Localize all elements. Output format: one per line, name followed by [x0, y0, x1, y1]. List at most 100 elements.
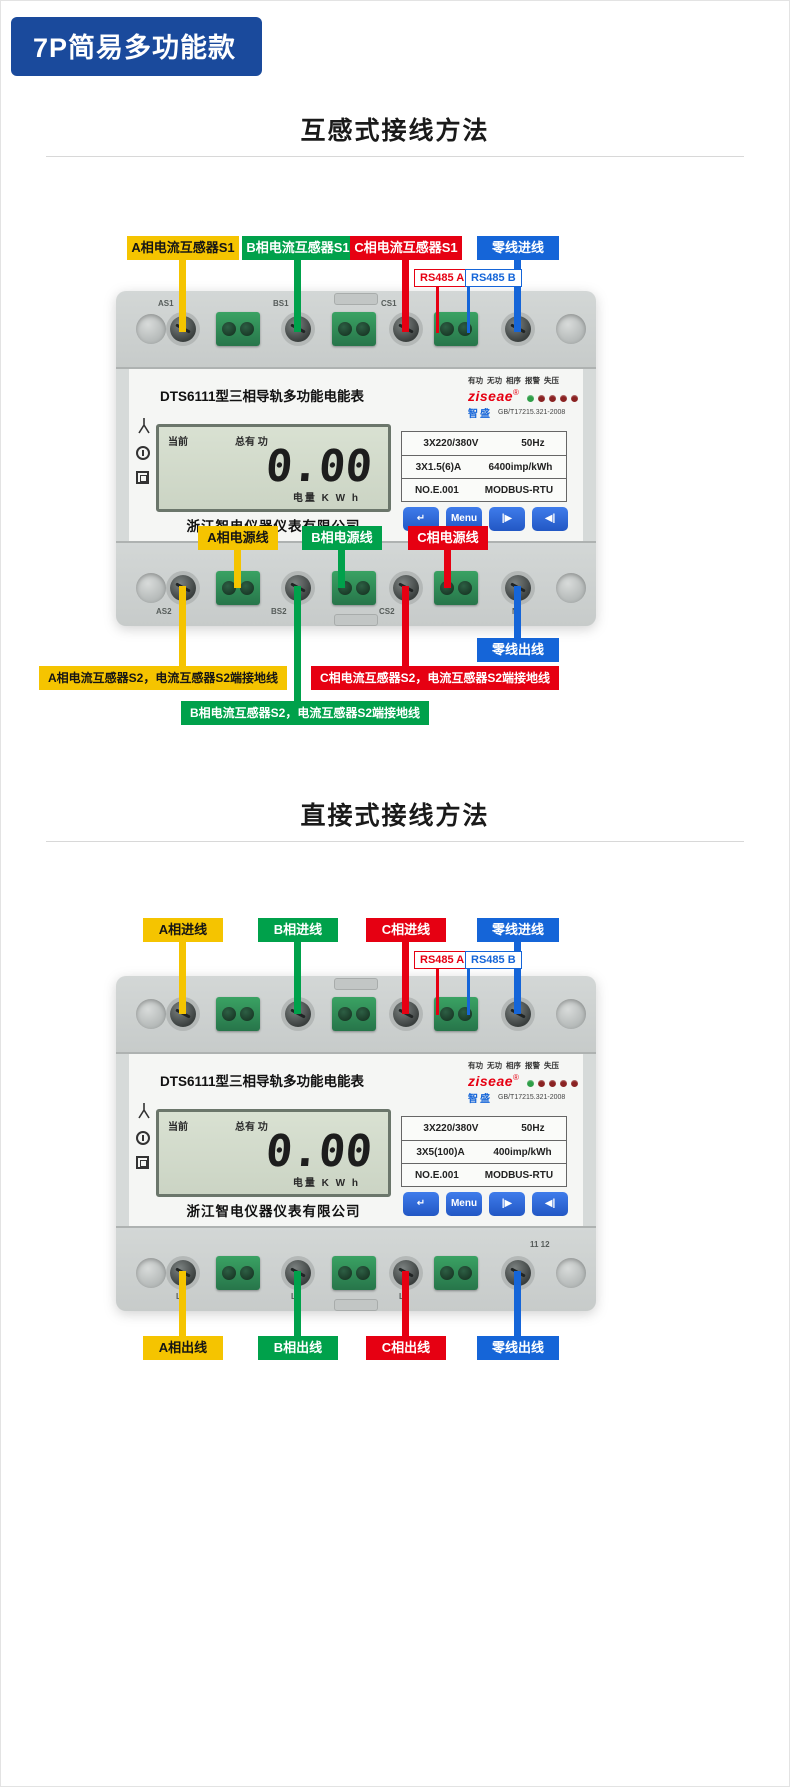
label-power-b: B相电源线 — [302, 526, 382, 550]
spec-protocol: MODBUS-RTU — [484, 1169, 554, 1181]
wire-power-b — [338, 548, 345, 588]
indicator-label: 相序 — [506, 1061, 521, 1070]
meter-terminal-cover-bottom: 11 12 L1 L2 L3 N — [116, 1226, 596, 1311]
wire-power-c — [444, 548, 451, 588]
wire-phase-b-out — [294, 1271, 301, 1336]
label-power-c: C相电源线 — [408, 526, 488, 550]
meter-terminal-cover-top — [116, 976, 596, 1054]
wire-neutral-out — [514, 1271, 521, 1336]
block-screw — [356, 1266, 370, 1280]
spec-current: 3X5(100)A — [416, 1146, 465, 1158]
wire-phase-a-out — [179, 1271, 186, 1336]
wire-phase-b-in — [294, 942, 301, 1014]
indicator-labels: 有功 无功 相序 报警 失压 — [468, 1060, 583, 1071]
wire-rs485-a — [436, 969, 439, 1015]
case-hole — [556, 573, 586, 603]
terminal-block — [216, 997, 260, 1031]
label-rs485-b: RS485 B — [465, 951, 522, 969]
block-screw — [440, 322, 454, 336]
face-edge — [583, 1054, 596, 1226]
block-screw — [222, 1266, 236, 1280]
indicator-labels: 有功 无功 相序 报警 失压 — [468, 375, 583, 386]
brand-block: 有功 无功 相序 报警 失压 ziseae® 智盛 GB/T17215.321-… — [468, 1060, 583, 1105]
brand-chinese: 智盛 — [468, 1094, 492, 1105]
block-screw — [222, 581, 236, 595]
label-ct-b-s1: B相电流互感器S1 — [242, 236, 354, 260]
terminal-block-rs485 — [434, 997, 478, 1031]
meter-terminal-cover-top: AS1 BS1 CS1 — [116, 291, 596, 369]
terminal-label: AS1 — [158, 299, 174, 308]
face-edge — [116, 369, 129, 541]
meter-buttons: ↵ Menu |▶ ◀| — [403, 1192, 568, 1216]
block-screw — [356, 322, 370, 336]
din-clip — [334, 614, 378, 626]
spec-imp: 400imp/kWh — [493, 1146, 552, 1158]
terminal-label: CS1 — [381, 299, 397, 308]
label-rs485-b: RS485 B — [465, 269, 522, 287]
meter-side-icons — [136, 417, 156, 495]
label-ct-c-s1: C相电流互感器S1 — [350, 236, 462, 260]
lcd-unit: 电量 K W h — [292, 1178, 360, 1189]
wire-phase-a-in — [179, 942, 186, 1014]
label-neutral-in: 零线进线 — [477, 236, 559, 260]
brand-block: 有功 无功 相序 报警 失压 ziseae® 智盛 GB/T17215.321-… — [468, 375, 583, 420]
case-hole — [556, 314, 586, 344]
block-screw — [222, 322, 236, 336]
label-ct-b-s2: B相电流互感器S2，电流互感器S2端接地线 — [181, 701, 430, 725]
section1-divider — [46, 156, 744, 157]
indicator-label: 报警 — [525, 376, 540, 385]
label-neutral-in: 零线进线 — [477, 918, 559, 942]
terminal-number-note: 11 12 — [530, 1240, 550, 1249]
section2-divider — [46, 841, 744, 842]
next-button: |▶ — [489, 1192, 525, 1216]
indicator-label: 失压 — [544, 1061, 559, 1070]
lcd-display: 当前 总有 功 0.00 电量 K W h — [156, 1109, 391, 1197]
block-screw — [356, 1007, 370, 1021]
block-screw — [440, 1007, 454, 1021]
spec-frequency: 50Hz — [521, 1123, 545, 1134]
wire-neutral-in — [514, 942, 521, 1014]
terminal-block — [434, 1256, 478, 1290]
spec-current: 3X1.5(6)A — [415, 461, 462, 473]
block-screw — [458, 1266, 472, 1280]
label-ct-a-s1: A相电流互感器S1 — [127, 236, 239, 260]
section2-title: 直接式接线方法 — [300, 802, 490, 830]
meter-terminal-cover-bottom: AS2 BS2 CS2 N — [116, 541, 596, 626]
indicator-label: 相序 — [506, 376, 521, 385]
brand-logo: ziseae — [468, 1073, 514, 1089]
block-screw — [338, 1266, 352, 1280]
terminal-label: BS1 — [273, 299, 289, 308]
case-hole — [136, 573, 166, 603]
wire-neutral-out — [514, 586, 521, 638]
terminal-block — [332, 997, 376, 1031]
lcd-display: 当前 总有 功 0.00 电量 K W h — [156, 424, 391, 512]
case-hole — [136, 999, 166, 1029]
energy-meter: DTS6111型三相导轨多功能电能表 有功 无功 相序 报警 失压 z — [116, 976, 596, 1311]
circle-pointer-icon — [136, 1131, 150, 1145]
terminal-label: CS2 — [379, 607, 395, 616]
lcd-status-left: 当前 — [168, 1122, 188, 1133]
indicator-label: 有功 — [468, 1061, 483, 1070]
wire-phase-c-in — [402, 260, 409, 332]
lcd-unit: 电量 K W h — [292, 493, 360, 504]
din-clip — [334, 1299, 378, 1311]
enter-button: ↵ — [403, 1192, 439, 1216]
block-screw — [240, 581, 254, 595]
block-screw — [240, 1266, 254, 1280]
nested-square-icon — [136, 471, 149, 484]
wire-power-a — [234, 548, 241, 588]
block-screw — [240, 322, 254, 336]
terminal-block — [216, 1256, 260, 1290]
banner: 7P简易多功能款 — [11, 17, 263, 76]
registered-mark: ® — [513, 1073, 519, 1082]
indicator-leds — [526, 395, 578, 402]
prev-button: ◀| — [532, 1192, 568, 1216]
terminal-block — [332, 312, 376, 346]
terminal-block — [216, 312, 260, 346]
spec-imp: 6400imp/kWh — [488, 461, 553, 473]
block-screw — [222, 1007, 236, 1021]
meter-model-title: DTS6111型三相导轨多功能电能表 — [160, 1074, 365, 1089]
